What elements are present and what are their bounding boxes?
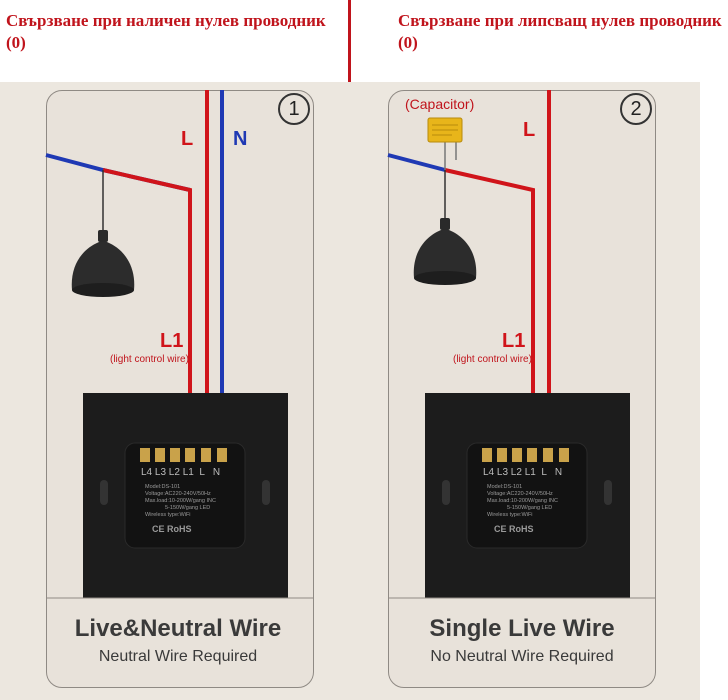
spec-line: Wireless type:WiFi [487,512,533,518]
header-left: Свързване при наличен нулев проводник (0… [0,0,348,82]
label-load-note-1: (light control wire) [110,354,189,365]
device-specs-1: Model:DS-101 Voltage:AC220-240V/50Hz Max… [145,484,216,519]
device-specs-2: Model:DS-101 Voltage:AC220-240V/50Hz Max… [487,484,558,519]
spec-line: Model:DS-101 [145,484,181,490]
header-right: Свързване при липсващ нулев проводник (0… [352,0,722,82]
label-live-2: L [523,119,536,141]
caption-sub-2: No Neutral Wire Required [430,648,614,665]
load-wire-2 [444,168,535,450]
spec-line: Voltage:AC220-240V/50Hz [487,491,553,497]
panel-number-1: 1 [278,93,310,125]
terminals-1 [140,448,227,462]
panel-number-2: 2 [620,93,652,125]
terminal-labels-2: L4 L3 L2 L1 L N [483,467,563,478]
label-load-2: L1 [502,330,526,352]
spec-line: Max.load:10-200W/gang INC [145,498,216,504]
switch-back-2 [425,393,630,598]
caption-main-1: Live&Neutral Wire [74,615,282,642]
terminals-2 [482,448,569,462]
label-neutral-1: N [233,128,248,150]
caption-main-2: Single Live Wire [429,615,615,642]
spec-line: 5-150W/gang LED [165,505,211,511]
label-live-1: L [181,128,194,150]
switch-back-1 [83,393,288,598]
input-wire-2 [387,153,446,172]
label-load-1: L1 [160,330,184,352]
pendant-lamp-1 [71,170,135,297]
label-load-note-2: (light control wire) [453,354,532,365]
caption-sub-1: Neutral Wire Required [98,648,258,665]
header-left-title: Свързване при наличен нулев проводник (0… [6,11,326,52]
label-capacitor: (Capacitor) [405,96,475,112]
spec-line: Voltage:AC220-240V/50Hz [145,491,211,497]
capacitor [427,117,463,170]
header-right-title: Свързване при липсващ нулев проводник (0… [398,11,722,52]
spec-line: Wireless type:WiFi [145,512,191,518]
cert-marks-1: CE RoHS [152,524,192,534]
cert-marks-2: CE RoHS [494,524,534,534]
load-wire-1 [102,168,192,450]
pendant-lamp-2 [413,170,477,285]
terminal-labels-1: L4 L3 L2 L1 L N [141,467,221,478]
spec-line: Max.load:10-200W/gang INC [487,498,558,504]
spec-line: Model:DS-101 [487,484,523,490]
header-divider [348,0,351,82]
wiring-diagram [45,90,656,599]
spec-line: 5-150W/gang LED [507,505,553,511]
